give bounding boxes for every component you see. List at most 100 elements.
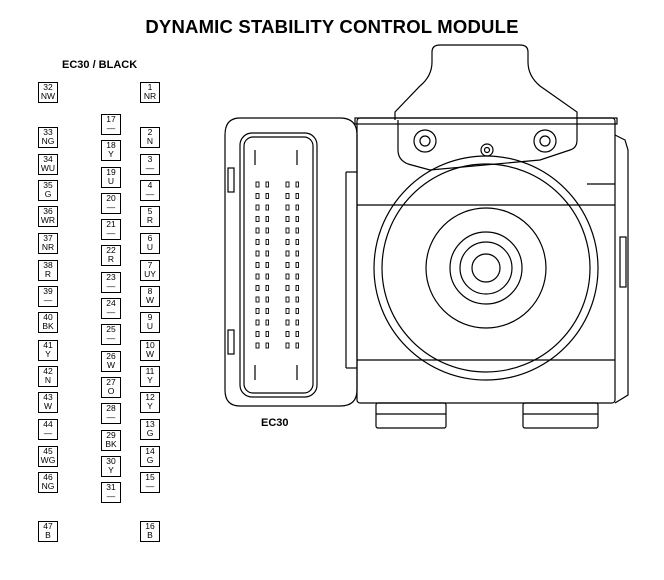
pin-number: 24 — [106, 298, 116, 308]
pin-number: 17 — [106, 114, 116, 124]
pin-wire-code: W — [145, 295, 155, 305]
connector-pin-cavity — [265, 308, 269, 314]
connector-pin-cavity — [295, 227, 299, 234]
pin-wire-code: — — [43, 428, 53, 438]
connector-pin-cavity — [285, 181, 290, 188]
pin-23: 23— — [101, 272, 121, 293]
pin-wire-code: R — [107, 254, 115, 264]
pin-3: 3— — [140, 154, 160, 175]
pin-28: 28— — [101, 403, 121, 424]
pin-31: 31— — [101, 482, 121, 503]
pin-wire-code: G — [146, 455, 154, 465]
pin-39: 39— — [38, 286, 58, 307]
connector-pin-cavity — [265, 342, 269, 349]
connector-pin-cavity — [285, 204, 290, 211]
connector-pin-cavity — [285, 273, 290, 280]
bracket-hole-left — [413, 129, 437, 153]
pin-20: 20— — [101, 193, 121, 214]
pin-wire-code: U — [146, 321, 154, 331]
connector-shroud — [239, 132, 318, 398]
pin-number: 1 — [147, 82, 153, 92]
connector-pin-cavity — [255, 262, 260, 268]
pin-number: 2 — [147, 127, 153, 137]
pin-number: 12 — [145, 392, 155, 402]
connector-pin-cavity — [265, 227, 269, 234]
pin-wire-code: WG — [40, 455, 56, 465]
connector-pin-cavity — [265, 239, 269, 245]
pin-wire-code: U — [146, 242, 154, 252]
connector-pin-cavity — [265, 262, 269, 268]
pin-44: 44— — [38, 419, 58, 440]
pin-wire-code: Y — [147, 375, 153, 385]
pin-wire-code: NR — [41, 242, 55, 252]
connector-pin-cavity — [295, 262, 299, 268]
pin-21: 21— — [101, 219, 121, 240]
pin-wire-code: — — [145, 189, 155, 199]
pin-number: 41 — [43, 340, 53, 350]
pin-number: 8 — [147, 286, 153, 296]
pin-number: 39 — [43, 286, 53, 296]
pin-wire-code: — — [106, 491, 116, 501]
motor-housing — [373, 155, 599, 381]
connector-pin-cavity — [295, 285, 299, 291]
connector-pin-cavity — [285, 285, 290, 291]
connector-pin-cavity — [295, 273, 299, 280]
pin-wire-code: B — [45, 530, 51, 540]
pin-wire-code: — — [106, 281, 116, 291]
connector-pin-cavity — [265, 285, 269, 291]
pin-number: 40 — [43, 312, 53, 322]
connector-pin-cavity — [285, 319, 290, 326]
pin-number: 13 — [145, 419, 155, 429]
pin-number: 35 — [43, 180, 53, 190]
connector-pin-cavity — [285, 331, 290, 337]
pin-number: 26 — [106, 351, 116, 361]
connector-pin-cavity — [285, 296, 290, 303]
connector-pin-cavity — [255, 239, 260, 245]
pin-wire-code: — — [43, 295, 53, 305]
connector-pin-cavity — [265, 331, 269, 337]
pin-wire-code: R — [44, 269, 52, 279]
mounting-foot-right — [522, 402, 599, 429]
pin-wire-code: NG — [41, 481, 55, 491]
pin-number: 34 — [43, 154, 53, 164]
connector-pin-cavity — [295, 319, 299, 326]
connector-pin-cavity — [295, 331, 299, 337]
connector-pin-cavity — [295, 250, 299, 257]
pin-wire-code: BK — [42, 321, 54, 331]
connector-pin-cavity — [265, 319, 269, 326]
pin-number: 36 — [43, 206, 53, 216]
connector-pin-cavity — [295, 216, 299, 222]
pin-number: 11 — [145, 366, 155, 376]
motor-shaft — [471, 253, 501, 283]
pin-number: 46 — [43, 472, 53, 482]
mounting-foot-left — [375, 402, 447, 429]
pin-number: 10 — [145, 340, 155, 350]
pin-wire-code: — — [106, 307, 116, 317]
pin-number: 21 — [106, 219, 116, 229]
pin-wire-code: — — [145, 481, 155, 491]
connector-pin-cavity — [255, 331, 260, 337]
pin-number: 7 — [147, 260, 153, 270]
connector-pin-cavity — [255, 216, 260, 222]
